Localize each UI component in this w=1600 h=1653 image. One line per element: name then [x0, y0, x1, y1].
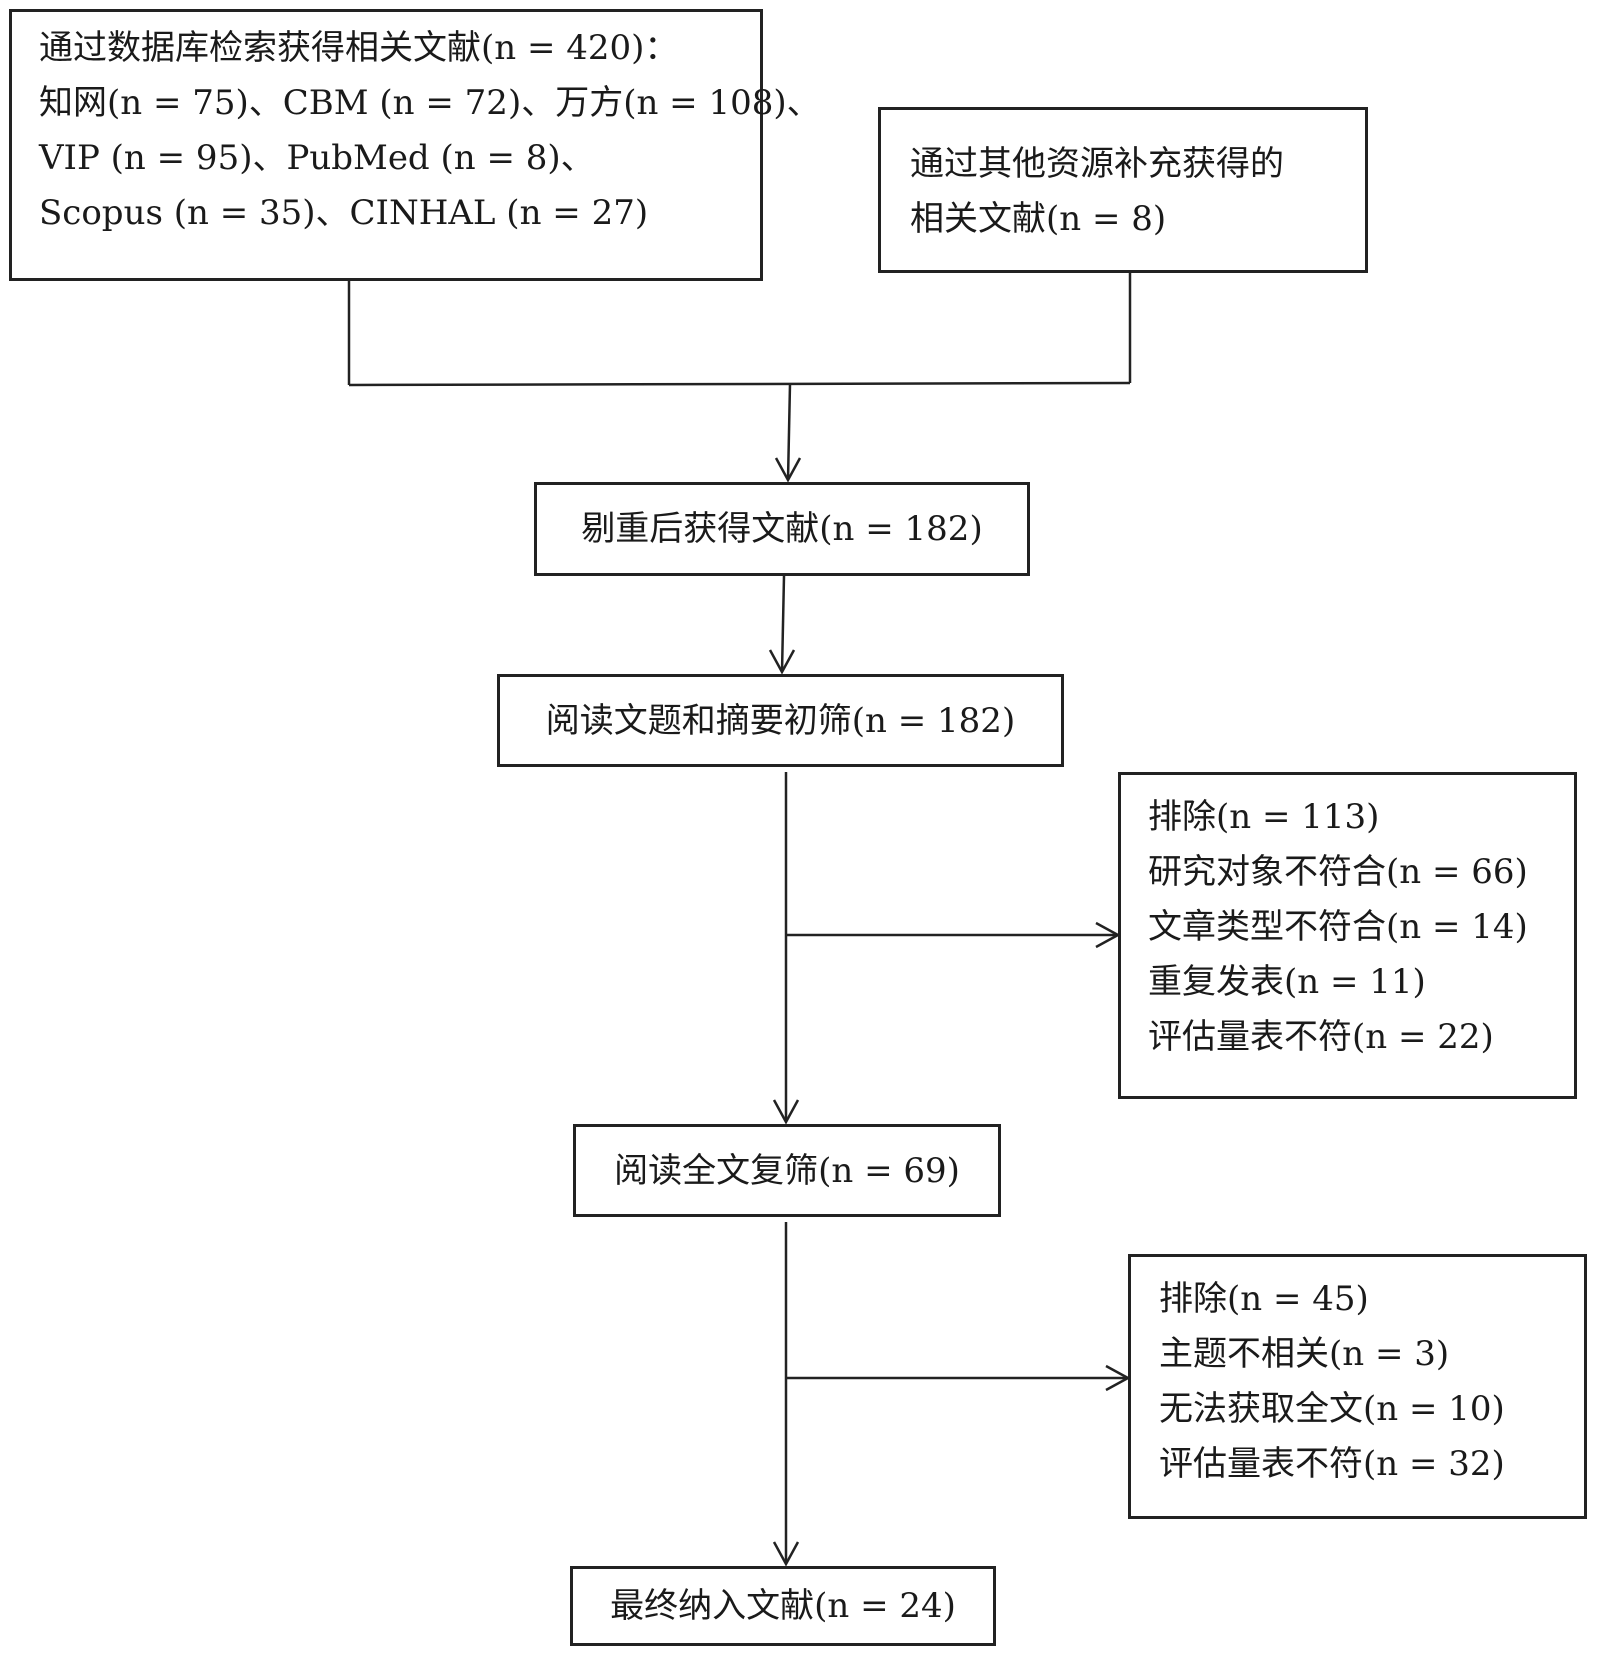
other-sources-line: 相关文献(n = 8)	[910, 199, 1167, 239]
title-abstract-screen-box: 阅读文题和摘要初筛(n = 182)	[497, 674, 1064, 767]
connector-merge-horizontal	[348, 381, 1131, 387]
exclusion-box-1: 排除(n = 113) 研究对象不符合(n = 66) 文章类型不符合(n = …	[1118, 772, 1577, 1099]
exclusion-1-line: 重复发表(n = 11)	[1148, 962, 1426, 1002]
database-search-line: 通过数据库检索获得相关文献(n = 420)：	[39, 28, 679, 68]
final-included-label: 最终纳入文献(n = 24)	[610, 1586, 956, 1626]
full-text-label: 阅读全文复筛(n = 69)	[614, 1150, 960, 1191]
database-search-line: Scopus (n = 35)、CINHAL (n = 27)	[39, 193, 649, 233]
final-included-box: 最终纳入文献(n = 24)	[570, 1566, 996, 1646]
database-search-line: VIP (n = 95)、PubMed (n = 8)、	[39, 138, 595, 178]
exclusion-2-line: 无法获取全文(n = 10)	[1159, 1389, 1505, 1429]
other-sources-box: 通过其他资源补充获得的 相关文献(n = 8)	[878, 107, 1368, 273]
exclusion-1-line: 排除(n = 113)	[1148, 797, 1380, 837]
arrowhead-full-text	[772, 1099, 800, 1125]
arrowhead-dedup	[774, 457, 802, 483]
exclusion-1-line: 文章类型不符合(n = 14)	[1148, 907, 1528, 947]
arrowhead-title-abstract	[768, 649, 796, 675]
exclusion-box-2: 排除(n = 45) 主题不相关(n = 3) 无法获取全文(n = 10) 评…	[1128, 1254, 1587, 1519]
exclusion-1-line: 评估量表不符(n = 22)	[1148, 1017, 1494, 1057]
exclusion-2-line: 排除(n = 45)	[1159, 1279, 1369, 1319]
exclusion-1-line: 研究对象不符合(n = 66)	[1148, 852, 1528, 892]
exclusion-2-line: 主题不相关(n = 3)	[1159, 1334, 1450, 1374]
dedup-box: 剔重后获得文献(n = 182)	[534, 482, 1030, 576]
exclusion-2-line: 评估量表不符(n = 32)	[1159, 1444, 1505, 1484]
database-search-line: 知网(n = 75)、CBM (n = 72)、万方(n = 108)、	[39, 83, 821, 123]
arrowhead-final	[772, 1541, 800, 1567]
arrow-to-title-abstract	[780, 575, 786, 673]
title-abstract-label: 阅读文题和摘要初筛(n = 182)	[545, 700, 1016, 741]
arrow-to-dedup	[786, 383, 792, 481]
dedup-label: 剔重后获得文献(n = 182)	[581, 509, 983, 549]
full-text-screen-box: 阅读全文复筛(n = 69)	[573, 1124, 1001, 1217]
other-sources-line: 通过其他资源补充获得的	[910, 144, 1284, 184]
database-search-box: 通过数据库检索获得相关文献(n = 420)： 知网(n = 75)、CBM (…	[9, 9, 821, 281]
